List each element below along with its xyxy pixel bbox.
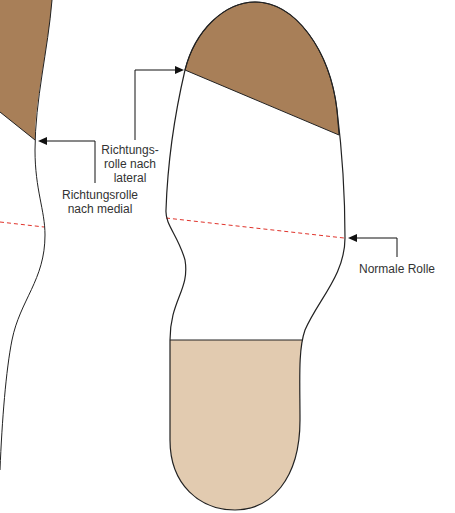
left-sole-outline xyxy=(0,0,52,470)
heel xyxy=(150,340,320,513)
callout-label: Normale Rolle xyxy=(359,262,435,276)
right-toe-cap xyxy=(185,2,339,135)
leader-line xyxy=(135,70,176,140)
arrow-head xyxy=(175,66,184,74)
left-cap-edge xyxy=(0,112,35,140)
arrow-head xyxy=(348,234,357,242)
left-sole xyxy=(0,0,52,470)
heel-edge xyxy=(170,340,302,341)
callout-label: Richtungs- rolle nach lateral xyxy=(99,143,161,185)
roll-line xyxy=(166,218,344,238)
right-sole-outline xyxy=(166,2,345,510)
arrow-head xyxy=(38,137,47,145)
leader-line xyxy=(356,238,397,257)
roll-line xyxy=(0,222,44,227)
callout-label: Richtungsrolle nach medial xyxy=(55,188,145,216)
left-toe-cap xyxy=(0,0,52,140)
leader-line xyxy=(46,141,95,183)
